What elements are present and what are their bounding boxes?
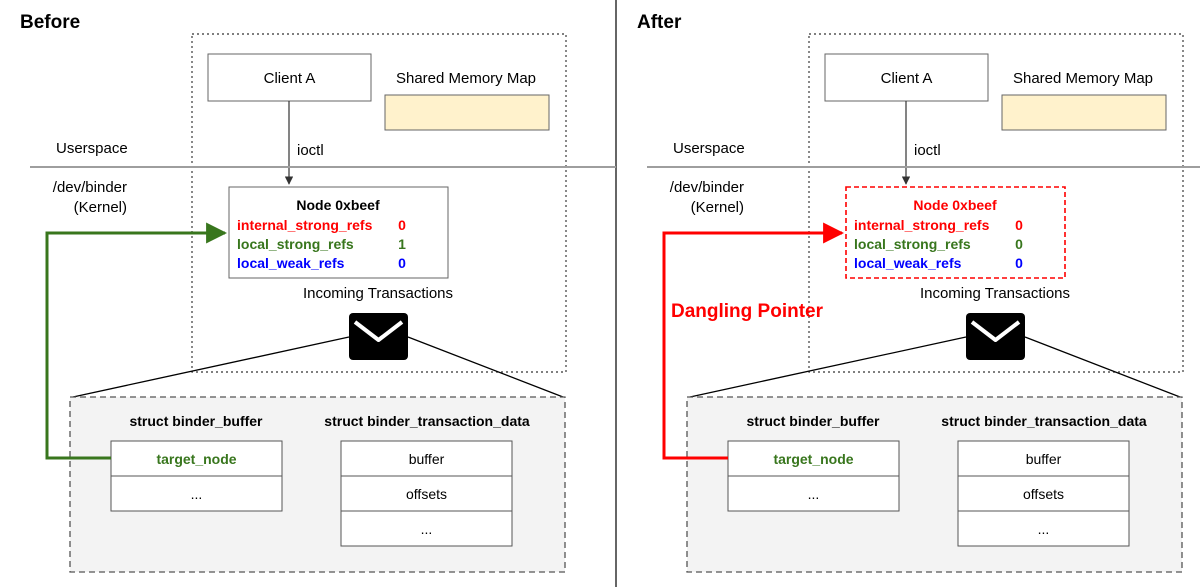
transaction-data-field: buffer <box>1026 451 1062 467</box>
transaction-data-title: struct binder_transaction_data <box>324 413 530 429</box>
client-box <box>824 53 989 102</box>
dangling-pointer-label: Dangling Pointer <box>671 301 824 322</box>
ioctl-label: ioctl <box>297 142 324 159</box>
userspace-label: Userspace <box>56 140 128 157</box>
binder-buffer-row <box>110 475 283 512</box>
binder-buffer-row <box>727 475 900 512</box>
node-field-value: 0 <box>1015 236 1023 252</box>
transaction-data-title: struct binder_transaction_data <box>941 413 1147 429</box>
transaction-data-field: ... <box>1038 521 1050 537</box>
node-box <box>845 186 1066 279</box>
binder-buffer-ellipsis: ... <box>808 486 820 502</box>
kernel-label-line2: (Kernel) <box>691 199 744 216</box>
panel-heading: After <box>637 12 682 33</box>
shared-memory-box <box>1001 94 1167 131</box>
incoming-transactions-label: Incoming Transactions <box>303 285 453 302</box>
client-label: Client A <box>264 70 316 87</box>
transaction-data-row <box>340 475 513 512</box>
node-title: Node 0xbeef <box>296 197 380 213</box>
node-field-name: local_strong_refs <box>854 236 971 252</box>
node-field-value: 0 <box>398 255 406 271</box>
kernel-label-line1: /dev/binder <box>670 179 744 196</box>
transaction-data-row <box>957 510 1130 547</box>
binder-buffer-title: struct binder_buffer <box>129 413 263 429</box>
envelope-icon <box>966 313 1025 360</box>
node-title: Node 0xbeef <box>913 197 997 213</box>
transaction-data-field: buffer <box>409 451 445 467</box>
node-field-name: internal_strong_refs <box>237 217 373 233</box>
transaction-data-field: ... <box>421 521 433 537</box>
funnel-left-line <box>72 336 350 398</box>
node-box <box>228 186 449 279</box>
process-boundary <box>191 33 567 373</box>
transaction-data-row <box>957 440 1130 477</box>
binder-buffer-ellipsis: ... <box>191 486 203 502</box>
transaction-data-field: offsets <box>1023 486 1064 502</box>
node-field-value: 0 <box>1015 255 1023 271</box>
node-field-value: 0 <box>1015 217 1023 233</box>
kernel-label-line2: (Kernel) <box>74 199 127 216</box>
node-field-value: 1 <box>398 236 406 252</box>
binder-buffer-title: struct binder_buffer <box>746 413 880 429</box>
incoming-transactions-label: Incoming Transactions <box>920 285 1070 302</box>
shared-memory-box <box>384 94 550 131</box>
transaction-data-row <box>340 510 513 547</box>
client-box <box>207 53 372 102</box>
funnel-left-line <box>689 336 967 398</box>
node-field-name: local_strong_refs <box>237 236 354 252</box>
kernel-label-line1: /dev/binder <box>53 179 127 196</box>
process-boundary <box>808 33 1184 373</box>
node-field-value: 0 <box>398 217 406 233</box>
funnel-right-line <box>407 336 564 398</box>
userspace-label: Userspace <box>673 140 745 157</box>
node-field-name: internal_strong_refs <box>854 217 990 233</box>
transaction-data-field: offsets <box>406 486 447 502</box>
target-node-pointer-arrow <box>45 222 228 460</box>
target-node-field: target_node <box>156 451 236 467</box>
shared-memory-label: Shared Memory Map <box>396 70 536 87</box>
target-node-field: target_node <box>773 451 853 467</box>
panel-heading: Before <box>20 12 80 33</box>
ioctl-label: ioctl <box>914 142 941 159</box>
dangling-pointer-arrow <box>662 222 845 460</box>
client-label: Client A <box>881 70 933 87</box>
envelope-icon <box>349 313 408 360</box>
node-field-name: local_weak_refs <box>237 255 345 271</box>
node-field-name: local_weak_refs <box>854 255 962 271</box>
funnel-right-line <box>1024 336 1181 398</box>
shared-memory-label: Shared Memory Map <box>1013 70 1153 87</box>
